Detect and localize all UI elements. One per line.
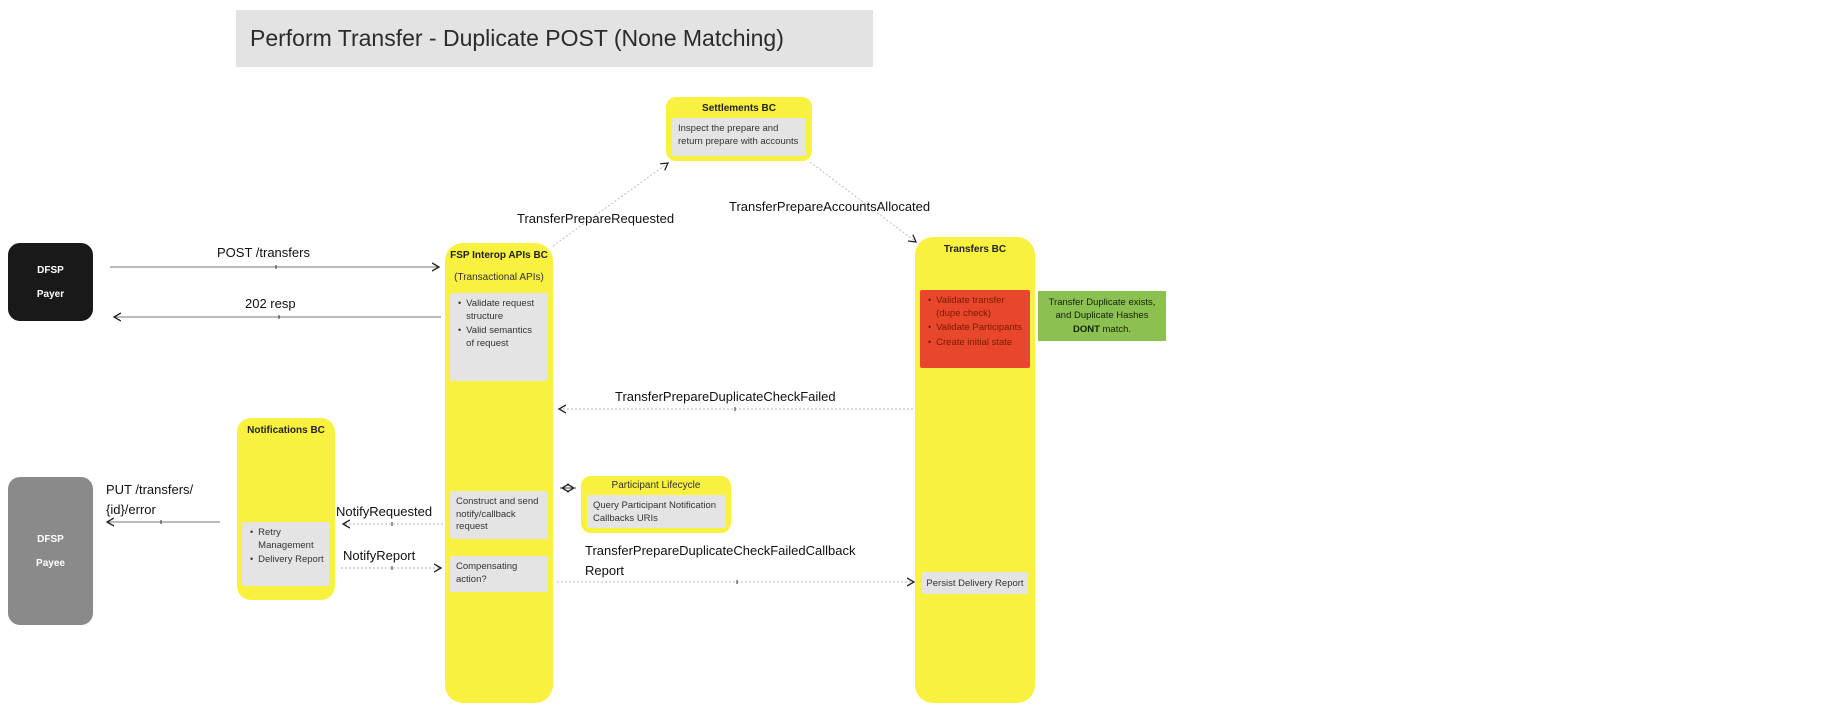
settlements-title: Settlements BC	[702, 103, 776, 114]
bullet-text: Create initial state	[936, 336, 1013, 348]
msg-put-transfers-error: PUT /transfers/ {id}/error	[106, 480, 193, 520]
fsp-interop-node: FSP Interop APIs BC (Transactional APIs)…	[445, 243, 553, 703]
transfers-bullet: Create initial state	[926, 337, 1024, 350]
transfers-node: Transfers BC Validate transfer (dupe che…	[915, 237, 1035, 703]
annotation-text-before: Transfer Duplicate exists, and Duplicate…	[1048, 297, 1156, 322]
bullet-text: Validate Participants	[936, 322, 1023, 334]
put-error-line1: PUT /transfers/	[106, 482, 194, 497]
fsp-interop-subtitle: (Transactional APIs)	[454, 272, 544, 283]
fsp-interop-title: FSP Interop APIs BC	[450, 250, 548, 261]
dfsp-payer-actor: DFSP Payer	[8, 243, 93, 321]
notifications-bullet: Retry Management	[248, 527, 324, 552]
dfsp-payee-actor: DFSP Payee	[8, 477, 93, 625]
transfers-bullet: Validate Participants	[926, 322, 1024, 335]
bullet-text: Retry Management	[258, 527, 314, 551]
settlements-note: Inspect the prepare and return prepare w…	[672, 118, 806, 156]
bullet-text: Validate request structure	[466, 298, 535, 322]
transfers-title: Transfers BC	[943, 244, 1007, 255]
msg-transfer-prepare-accounts-allocated: TransferPrepareAccountsAllocated	[729, 199, 931, 214]
midpoint-ticks	[160, 265, 738, 584]
msg-202-resp: 202 resp	[245, 296, 296, 311]
notifications-note: Retry Management Delivery Report	[242, 522, 330, 586]
put-error-line2: {id}/error	[106, 502, 156, 517]
msg-post-transfers: POST /transfers	[217, 245, 310, 260]
msg-callback-report: TransferPrepareDuplicateCheckFailedCallb…	[585, 541, 855, 581]
payer-label-line2: Payer	[36, 288, 65, 300]
fsp-validation-bullet: Valid semantics of request	[456, 325, 542, 350]
callback-report-line1: TransferPrepareDuplicateCheckFailedCallb…	[585, 543, 856, 558]
page-title: Perform Transfer - Duplicate POST (None …	[236, 10, 873, 67]
fsp-validation-note: Validate request structure Valid semanti…	[450, 293, 548, 381]
annotation-text-after: match.	[1102, 323, 1132, 335]
persist-delivery-report-note: Persist Delivery Report	[922, 572, 1028, 594]
msg-notify-report: NotifyReport	[343, 548, 416, 563]
bullet-text: Validate transfer (dupe check)	[936, 295, 1005, 319]
fsp-validation-bullet: Validate request structure	[456, 298, 542, 323]
participant-lifecycle-node: Participant Lifecycle Query Participant …	[581, 476, 731, 533]
transfers-bullet: Validate transfer (dupe check)	[926, 295, 1024, 320]
duplicate-exists-annotation: Transfer Duplicate exists, and Duplicate…	[1038, 291, 1166, 341]
msg-transfer-prepare-requested: TransferPrepareRequested	[517, 211, 675, 226]
annotation-bold-word: DONT	[1072, 323, 1100, 335]
msg-notify-requested: NotifyRequested	[336, 504, 433, 519]
arrow-transfer-prepare-requested	[552, 163, 668, 247]
fsp-compensating-note: Compensating action?	[450, 556, 548, 592]
msg-duplicate-check-failed: TransferPrepareDuplicateCheckFailed	[615, 389, 836, 404]
payee-label-line1: DFSP	[37, 533, 64, 545]
notifications-node: Notifications BC Retry Management Delive…	[237, 418, 335, 600]
participant-lifecycle-note: Query Participant Notification Callbacks…	[587, 495, 725, 528]
callback-report-line2: Report	[585, 563, 625, 578]
payee-label-line2: Payee	[36, 557, 65, 569]
fsp-construct-note: Construct and send notify/callback reque…	[450, 491, 548, 539]
participant-lifecycle-title: Participant Lifecycle	[611, 480, 701, 491]
settlements-node: Settlements BC Inspect the prepare and r…	[666, 97, 812, 161]
bullet-text: Delivery Report	[258, 554, 324, 566]
payer-label-line1: DFSP	[37, 264, 64, 276]
transfers-validation-note: Validate transfer (dupe check) Validate …	[920, 290, 1030, 368]
annotation-text: Transfer Duplicate exists, and Duplicate…	[1046, 296, 1158, 336]
bullet-text: Valid semantics of request	[466, 325, 532, 349]
notifications-title: Notifications BC	[247, 425, 325, 436]
notifications-bullet: Delivery Report	[248, 554, 324, 567]
